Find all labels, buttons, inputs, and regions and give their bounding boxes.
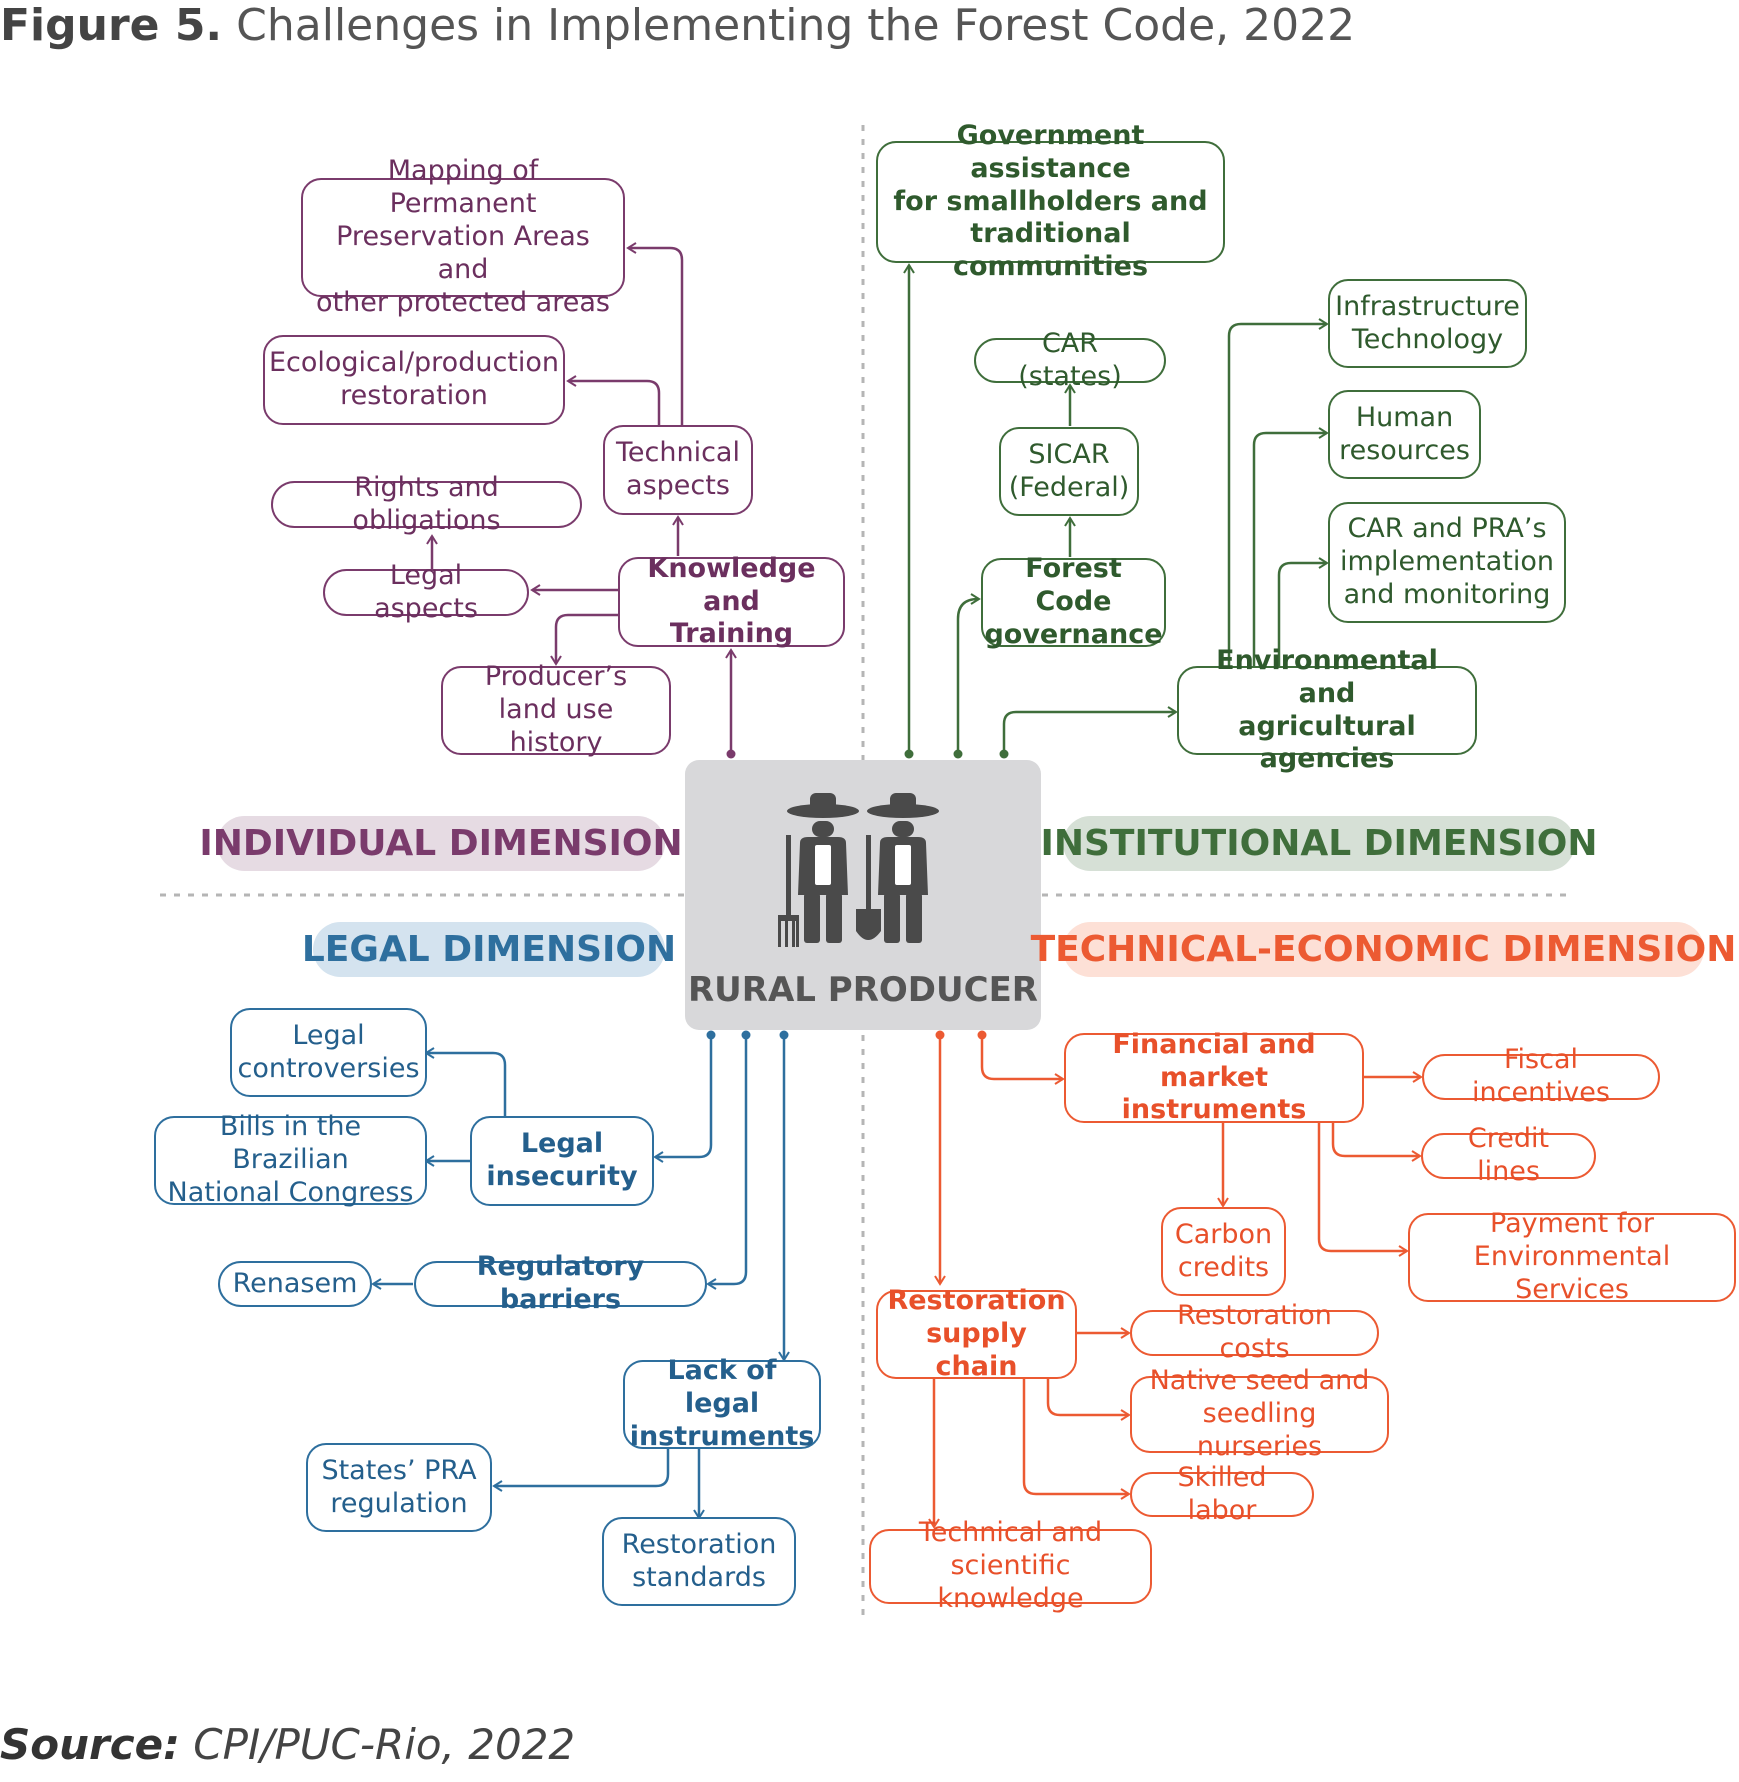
legal-controversies-node: Legal controversies (230, 1008, 427, 1097)
rural-producer-node: RURAL PRODUCER (685, 760, 1041, 1030)
rights-obligations-node: Rights and obligations (271, 472, 582, 536)
regulatory-barriers-node: Regulatory barriers (414, 1251, 707, 1315)
individual-dimension-label: INDIVIDUAL DIMENSION (199, 816, 683, 871)
fiscal-incentives-node: Fiscal incentives (1422, 1044, 1660, 1108)
legal-dimension-label: LEGAL DIMENSION (302, 922, 676, 977)
lack-legal-instruments-node: Lack of legal instruments (623, 1355, 821, 1452)
ecological-restoration-node: Ecological/production restoration (263, 335, 565, 425)
farmers-icon (778, 793, 939, 947)
figure-number: Figure 5. (0, 0, 223, 51)
car-states-node: CAR (states) (974, 328, 1166, 392)
native-seed-nurseries-node: Native seed and seedling nurseries (1130, 1365, 1389, 1462)
source-note: Source: CPI/PUC-Rio, 2022 (0, 1720, 575, 1769)
technical-aspects-node: Technical aspects (603, 425, 753, 515)
environmental-agencies-node: Environmental and agricultural agencies (1177, 645, 1477, 774)
bills-congress-node: Bills in the Brazilian National Congress (154, 1111, 427, 1208)
legal-aspects-node: Legal aspects (323, 560, 529, 624)
restoration-supply-chain-node: Restoration supply chain (876, 1285, 1077, 1382)
figure-title-text: Challenges in Implementing the Forest Co… (236, 0, 1356, 51)
financial-market-instruments-node: Financial and market instruments (1064, 1029, 1364, 1125)
technical-economic-dimension-label: TECHNICAL-ECONOMIC DIMENSION (1031, 922, 1736, 977)
legal-connectors (371, 1030, 790, 1520)
human-resources-node: Human resources (1328, 390, 1481, 479)
credit-lines-node: Credit lines (1421, 1123, 1596, 1187)
government-assistance-node: Government assistance for smallholders a… (876, 120, 1225, 282)
restoration-costs-node: Restoration costs (1130, 1300, 1379, 1364)
figure-title: Figure 5. Challenges in Implementing the… (0, 0, 1355, 51)
infrastructure-technology-node: Infrastructure Technology (1328, 279, 1527, 368)
technical-connectors (928, 1030, 1423, 1529)
individual-connectors (426, 242, 737, 759)
source-text: CPI/PUC-Rio, 2022 (193, 1720, 576, 1769)
renasem-node: Renasem (218, 1261, 372, 1307)
land-use-history-node: Producer’s land use history (441, 661, 671, 758)
sicar-federal-node: SICAR (Federal) (999, 427, 1139, 516)
rural-producer-label: RURAL PRODUCER (688, 970, 1038, 1010)
institutional-connectors (903, 263, 1329, 759)
institutional-dimension-label: INSTITUTIONAL DIMENSION (1040, 816, 1598, 871)
payment-environmental-services-node: Payment for Environmental Services (1408, 1208, 1736, 1305)
technical-scientific-knowledge-node: Technical and scientific knowledge (869, 1517, 1152, 1614)
skilled-labor-node: Skilled labor (1130, 1462, 1314, 1526)
car-pra-implementation-node: CAR and PRA’s implementation and monitor… (1328, 502, 1566, 623)
mapping-protected-areas-node: Mapping of Permanent Preservation Areas … (301, 155, 625, 318)
legal-insecurity-node: Legal insecurity (470, 1116, 654, 1206)
forest-code-governance-node: Forest Code governance (981, 553, 1166, 650)
carbon-credits-node: Carbon credits (1161, 1207, 1286, 1296)
states-pra-regulation-node: States’ PRA regulation (306, 1443, 492, 1532)
knowledge-training-node: Knowledge and Training (618, 553, 845, 649)
source-label: Source: (0, 1720, 180, 1769)
restoration-standards-node: Restoration standards (602, 1517, 796, 1606)
